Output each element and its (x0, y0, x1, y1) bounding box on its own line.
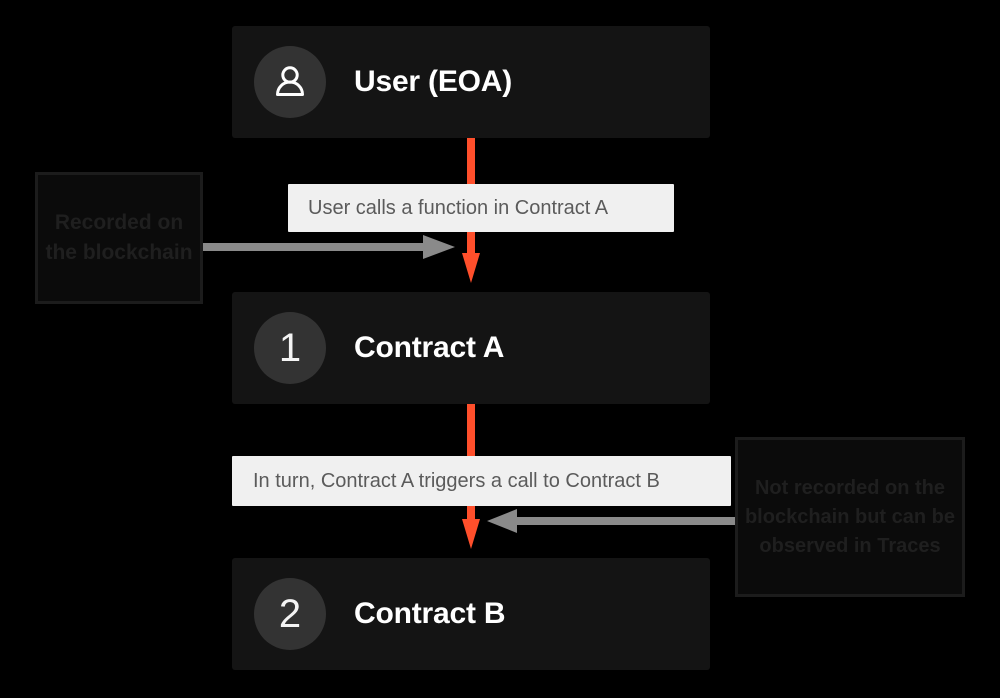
node-contract-b-label: Contract B (354, 597, 506, 630)
node-contract-a-label: Contract A (354, 331, 505, 364)
step-number-badge-2: 2 (254, 578, 326, 650)
person-icon (254, 46, 326, 118)
node-user-eoa[interactable]: User (EOA) (232, 26, 710, 138)
callout-arrow-recorded (203, 232, 455, 262)
node-user-eoa-label: User (EOA) (354, 65, 513, 98)
step-number-1: 1 (278, 326, 302, 370)
step-number-2: 2 (278, 592, 302, 636)
callout-not-recorded-on-blockchain: Not recorded on the blockchain but can b… (735, 437, 965, 597)
edge-caption-contract-a-to-contract-b: In turn, Contract A triggers a call to C… (232, 456, 731, 506)
node-contract-b[interactable]: 2 Contract B (232, 558, 710, 670)
step-number-badge-1: 1 (254, 312, 326, 384)
callout-arrow-not-recorded (487, 506, 737, 536)
node-contract-a[interactable]: 1 Contract A (232, 292, 710, 404)
callout-recorded-on-blockchain: Recorded on the blockchain (35, 172, 203, 304)
edge-caption-user-to-contract-a: User calls a function in Contract A (288, 184, 674, 232)
